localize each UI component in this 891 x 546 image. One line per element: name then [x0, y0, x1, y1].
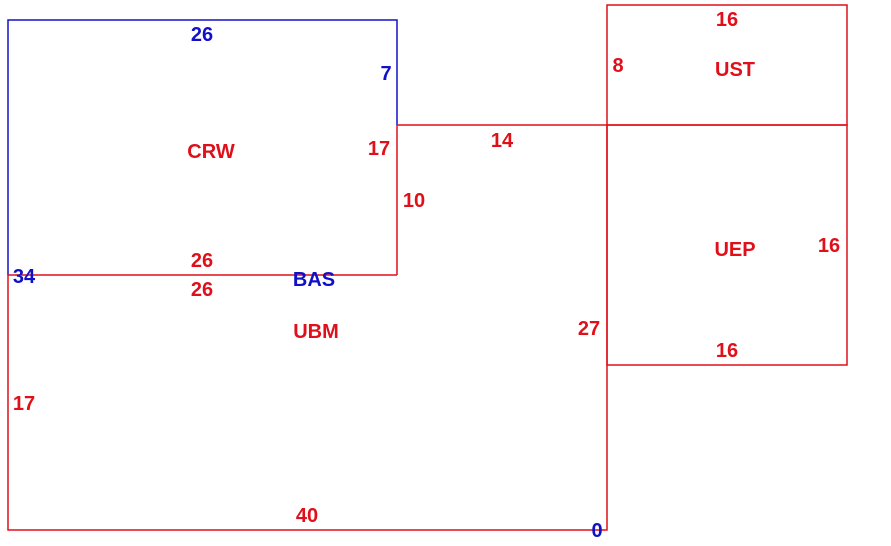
dim-ust-top: 16 [716, 9, 738, 31]
dim-crw-right-lower: 17 [368, 138, 390, 160]
region-label-bas: BAS [293, 269, 335, 291]
dim-origin: 0 [591, 520, 602, 542]
region-label-uep: UEP [714, 239, 755, 261]
ubm-outline [7, 124, 608, 531]
dim-crw-bottom: 26 [191, 250, 213, 272]
dim-ubm-top: 26 [191, 279, 213, 301]
dim-ubm-right: 27 [578, 318, 600, 340]
dim-crw-right-upper: 7 [380, 63, 391, 85]
dim-crw-left: 34 [13, 266, 36, 288]
dim-ust-left: 8 [612, 55, 623, 77]
dim-ubm-step: 10 [403, 190, 425, 212]
dim-ubm-left: 17 [13, 393, 35, 415]
uep-outline [606, 124, 848, 366]
dim-uep-right: 16 [818, 235, 840, 257]
crw-outline-blue [7, 19, 398, 275]
dim-ubm-ledge: 14 [491, 130, 514, 152]
region-label-ust: UST [715, 59, 755, 81]
region-label-ubm: UBM [293, 321, 339, 343]
region-label-crw: CRW [187, 141, 235, 163]
dim-uep-bottom: 16 [716, 340, 738, 362]
dim-ubm-bottom: 40 [296, 505, 318, 527]
dim-crw-top: 26 [191, 24, 213, 46]
